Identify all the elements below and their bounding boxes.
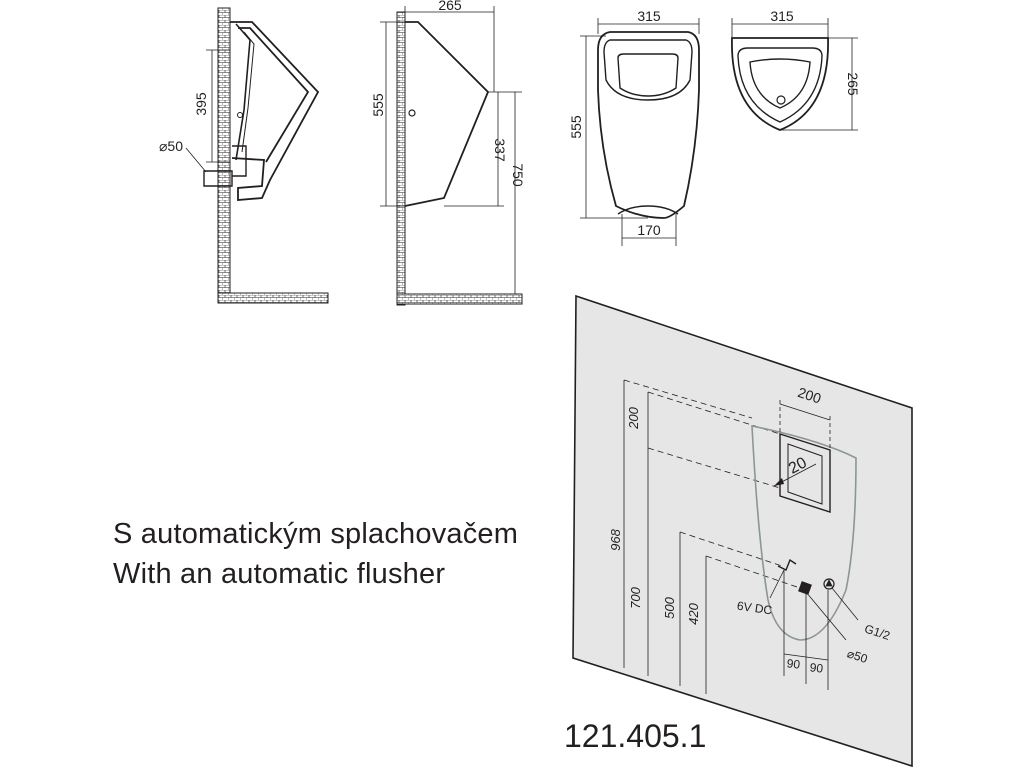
floor-hatch-2 [396,293,523,305]
dim-500: 500 [662,596,677,618]
dim-395: 395 [193,92,209,116]
label-drain-diameter: ⌀50 [845,646,869,666]
dim-drain-diameter: ⌀50 [159,138,183,154]
dim-968: 968 [608,528,623,550]
dim-750: 750 [510,163,526,187]
dim-700: 700 [628,586,643,608]
dim-555-front: 555 [568,115,584,139]
dim-200-box: 200 [796,384,823,407]
inlet-hole [237,112,243,118]
floor-hatch [217,292,329,304]
urinal-top-outline [731,37,829,131]
inlet-box [779,433,831,513]
wall-hatch [217,7,231,303]
inlet-hole-2 [408,109,416,117]
installation-diagram [572,294,913,768]
urinal-side-outline [404,21,490,207]
urinal-section-body [230,21,320,201]
dim-20-wall: 20 [786,454,810,477]
urinal-outline-on-wall [751,425,857,641]
side-view [380,6,523,306]
caption-english: With an automatic flusher [113,558,446,590]
drain-hole [776,95,786,105]
dim-265-top: 265 [845,72,861,96]
dim-315-top: 315 [770,8,794,24]
dim-265-side: 265 [438,0,462,13]
dim-420: 420 [686,602,701,624]
product-code: 121.405.1 [564,718,707,754]
drain-symbol [798,581,812,595]
dim-315-front: 315 [637,8,661,24]
wall-hatch-2 [396,11,406,306]
dim-337: 337 [492,138,508,162]
side-section-view [185,7,329,304]
top-view [731,18,858,131]
label-6v-dc: 6V DC [736,599,773,618]
dim-90-right: 90 [809,660,824,675]
dim-555-side: 555 [370,93,386,117]
urinal-front-outline [597,31,700,219]
sensor-element [777,558,797,571]
front-view [580,18,700,246]
dim-200-level: 200 [626,406,641,429]
caption-czech: S automatickým splachovačem [113,518,519,550]
drain-spigot [232,145,247,177]
wall-panel [572,294,913,768]
dim-90-left: 90 [786,656,801,671]
supply-symbol [823,578,835,590]
drain-pipe [203,170,233,187]
dim-170: 170 [637,222,661,238]
